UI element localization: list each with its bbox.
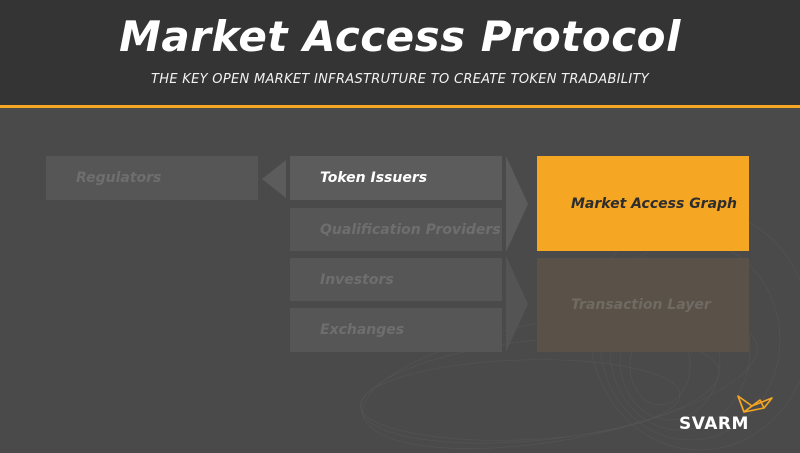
header-band: [0, 0, 800, 106]
participant-label: Exchanges: [320, 322, 405, 338]
participant-label: Investors: [320, 271, 394, 288]
participant-label: Token Issuers: [320, 170, 428, 186]
participant-label: Qualification Providers: [320, 221, 501, 238]
page-title: Market Access Protocol: [119, 12, 681, 61]
participant-investors: Investors: [290, 258, 502, 301]
swarm-logo-icon: [737, 395, 773, 413]
market-access-graph-box: Market Access Graph: [537, 156, 749, 251]
transaction-layer-label: Transaction Layer: [571, 297, 711, 313]
regulators-label: Regulators: [76, 170, 162, 186]
arrow-right-icon: [506, 156, 528, 352]
logo-wordmark: SVARM: [679, 414, 749, 434]
header-divider: [0, 105, 800, 108]
transaction-layer-box: Transaction Layer: [537, 258, 749, 352]
participant-exchanges: Exchanges: [290, 308, 502, 352]
participant-qualification-providers: Qualification Providers: [290, 208, 502, 251]
participant-token-issuers: Token Issuers: [290, 156, 502, 200]
page-subtitle: THE KEY OPEN MARKET INFRASTRUTURE TO CRE…: [151, 72, 649, 87]
arrow-left-icon: [262, 160, 286, 198]
market-access-graph-label: Market Access Graph: [571, 195, 738, 212]
regulators-box: Regulators: [46, 156, 258, 200]
